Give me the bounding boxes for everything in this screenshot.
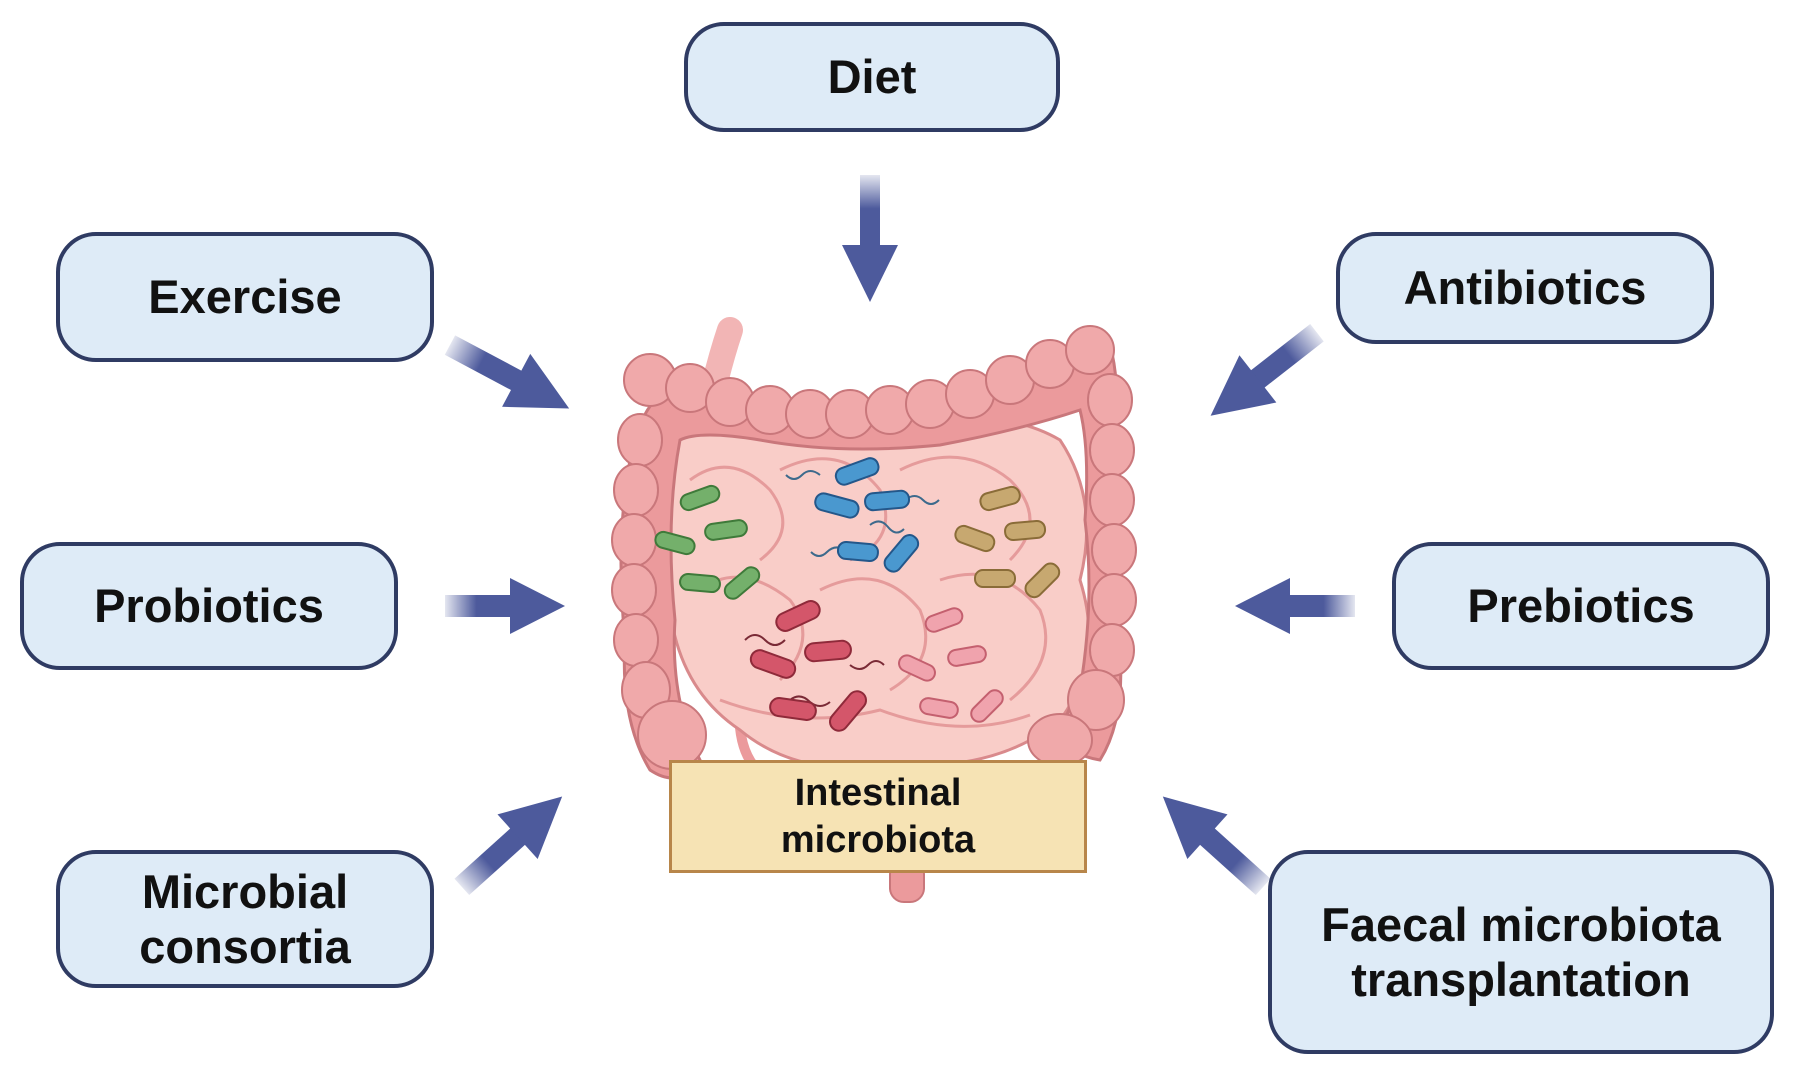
bacteria-red-cluster <box>744 600 885 732</box>
center-label-line1: Intestinal <box>794 772 962 815</box>
factor-exercise: Exercise <box>56 232 434 362</box>
arrow-diet <box>842 175 898 302</box>
arrow-microbial-consortia <box>454 796 563 896</box>
factor-prebiotics-label: Prebiotics <box>1467 579 1695 633</box>
bacteria-tan-cluster <box>954 485 1061 599</box>
factor-probiotics: Probiotics <box>20 542 398 670</box>
factor-antibiotics-label: Antibiotics <box>1403 261 1647 315</box>
factor-probiotics-label: Probiotics <box>94 579 324 633</box>
factor-diet: Diet <box>684 22 1060 132</box>
intestinal-microbiota-label: Intestinal microbiota <box>669 760 1087 873</box>
arrow-prebiotics <box>1235 578 1355 634</box>
factor-prebiotics: Prebiotics <box>1392 542 1770 670</box>
factor-microbial-consortia-line1: Microbial <box>141 864 349 918</box>
factor-microbial-consortia-line2: consortia <box>139 920 351 973</box>
factor-fmt-line1: Faecal microbiota <box>1321 897 1721 951</box>
arrow-fmt <box>1162 796 1271 896</box>
arrow-probiotics <box>445 578 565 634</box>
factor-diet-label: Diet <box>827 50 917 104</box>
factor-microbial-consortia: Microbial consortia <box>56 850 434 988</box>
bacteria-green-cluster <box>654 484 761 600</box>
arrow-exercise <box>444 335 570 409</box>
factor-antibiotics: Antibiotics <box>1336 232 1714 344</box>
factor-exercise-label: Exercise <box>148 270 342 324</box>
bacteria-pink-cluster <box>898 607 1004 723</box>
factor-fmt-line2: transplantation <box>1351 953 1691 1006</box>
arrow-antibiotics <box>1210 324 1324 416</box>
center-label-line2: microbiota <box>780 818 976 861</box>
factor-fmt: Faecal microbiota transplantation <box>1268 850 1774 1054</box>
bacteria-blue-cluster <box>785 457 940 573</box>
